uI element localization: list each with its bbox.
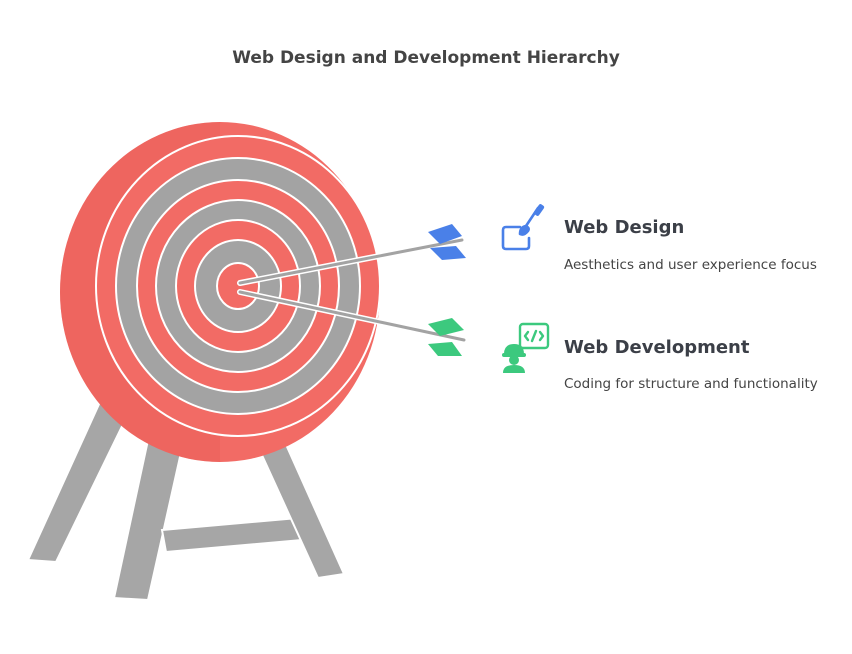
- stand-leg-left: [26, 400, 130, 564]
- stand-leg-right: [254, 438, 346, 580]
- item-web-design: Web Design Aesthetics and user experienc…: [498, 200, 838, 280]
- target-face: [95, 135, 381, 437]
- developer-icon: [502, 322, 550, 373]
- item-description: Coding for structure and functionality: [564, 376, 818, 392]
- stand-crossbar: [160, 516, 304, 554]
- paintbrush-icon: [501, 204, 545, 251]
- item-heading: Web Development: [564, 337, 750, 358]
- arrow-fletch-green-top: [428, 318, 464, 336]
- bullseye: [216, 262, 260, 310]
- item-heading: Web Design: [564, 217, 685, 238]
- item-web-development: Web Development Coding for structure and…: [498, 320, 838, 400]
- arrow-development: [237, 289, 467, 356]
- diagram-title: Web Design and Development Hierarchy: [232, 48, 620, 68]
- arrow-fletch-blue-top: [428, 224, 462, 244]
- item-description: Aesthetics and user experience focus: [564, 257, 817, 273]
- arrow-design: [237, 224, 466, 286]
- stand-leg-middle: [112, 438, 184, 602]
- arrow-fletch-blue-bottom: [430, 246, 466, 260]
- arrow-fletch-green-bottom: [428, 342, 462, 356]
- target-stand: [26, 400, 346, 602]
